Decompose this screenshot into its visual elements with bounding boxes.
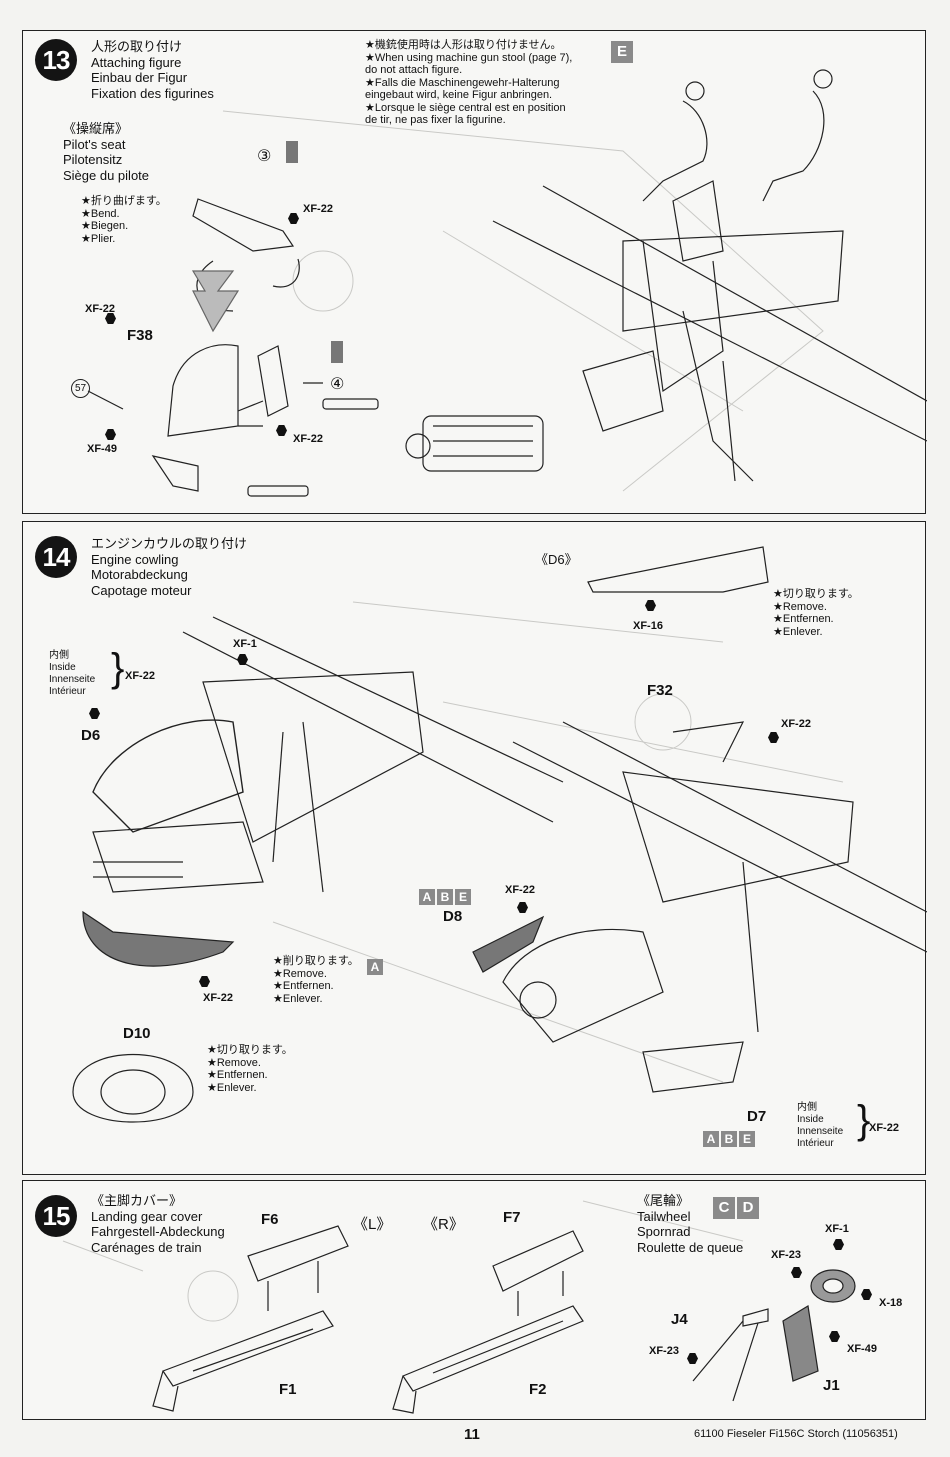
paint-code: XF-1 [825, 1223, 849, 1235]
inside-note: 内側 Inside Innenseite Intérieur [49, 650, 96, 697]
paint-marker-icon [199, 976, 210, 987]
machine-gun-warning: ★機銃使用時は人形は取り付けません。 ★When using machine g… [365, 39, 573, 126]
circled-3-label: ③ [257, 148, 272, 165]
part-f1: F1 [279, 1381, 297, 1398]
part-f6: F6 [261, 1211, 279, 1228]
part-d7: D7 [747, 1108, 767, 1125]
paint-marker-icon [829, 1331, 840, 1342]
paint-code: XF-22 [293, 433, 323, 445]
step-title-block: エンジンカウルの取り付け Engine cowling Motorabdecku… [91, 536, 247, 598]
paint-marker-icon [517, 902, 528, 913]
step-14-illustration [72, 546, 927, 1123]
remove-note: ★切り取ります。 ★Remove. ★Entfernen. ★Enlever. [207, 1044, 293, 1094]
paint-marker-icon [687, 1353, 698, 1364]
circled-57-label: 57 [71, 379, 90, 398]
step-13-illustration [87, 69, 927, 497]
step-number: 13 [35, 39, 77, 81]
paint-code: XF-49 [87, 443, 117, 455]
part-f7: F7 [503, 1209, 521, 1226]
paint-code: XF-23 [771, 1249, 801, 1261]
part-j1: J1 [823, 1377, 840, 1394]
pilot-seat-caption: 《操縦席》 Pilot's seat Pilotensitz Siège du … [63, 121, 150, 183]
remove-note: ★切り取ります。 ★Remove. ★Entfernen. ★Enlever. [773, 588, 859, 638]
paint-code: XF-22 [869, 1122, 899, 1134]
title-jp: 《主脚カバー》 [91, 1193, 183, 1208]
brace-icon: } [111, 646, 125, 690]
paint-marker-icon [645, 600, 656, 611]
paint-marker-icon [105, 429, 116, 440]
paint-code: XF-22 [781, 718, 811, 730]
step-15-illustration [62, 1200, 856, 1414]
title-fr: Capotage moteur [91, 582, 192, 598]
paint-marker-icon [105, 313, 116, 324]
variant-badge: A [367, 958, 385, 976]
paint-marker-icon [833, 1239, 844, 1250]
step-14-panel: 14 エンジンカウルの取り付け Engine cowling Motorabde… [22, 521, 927, 1175]
title-en: Landing gear cover [91, 1208, 203, 1224]
circled-4-label: ④ [330, 376, 345, 393]
step-15-panel: 15 《主脚カバー》 Landing gear cover Fahrgestel… [22, 1180, 926, 1420]
paint-code: XF-16 [633, 620, 663, 632]
title-fr: Carénages de train [91, 1239, 202, 1255]
title-de: Fahrgestell-Abdeckung [91, 1224, 225, 1239]
paint-marker-icon [237, 654, 248, 665]
title-jp: エンジンカウルの取り付け [91, 536, 248, 551]
paint-marker-icon [288, 213, 299, 224]
page-number: 11 [464, 1426, 480, 1443]
paint-marker-icon [768, 732, 779, 743]
title-jp: 人形の取り付け [91, 39, 183, 54]
left-side-label: 《L》 [353, 1216, 392, 1233]
paint-code: XF-22 [303, 203, 333, 215]
title-en: Engine cowling [91, 551, 179, 567]
tailwheel-caption: 《尾輪》 Tailwheel Spornrad Roulette de queu… [637, 1193, 744, 1255]
inside-note: 内側 Inside Innenseite Intérieur [797, 1102, 844, 1149]
paint-code: XF-49 [847, 1343, 877, 1355]
paint-code: XF-1 [233, 638, 257, 650]
right-side-label: 《R》 [423, 1216, 464, 1233]
part-f38: F38 [127, 327, 153, 344]
part-f32: F32 [647, 682, 673, 699]
title-en: Attaching figure [91, 54, 182, 70]
step-number: 15 [35, 1195, 77, 1237]
title-de: Einbau der Figur [91, 70, 188, 85]
step-title-block: 人形の取り付け Attaching figure Einbau der Figu… [91, 39, 214, 101]
paint-code: XF-22 [125, 670, 155, 682]
variant-badge: E [611, 41, 635, 63]
part-f2: F2 [529, 1381, 547, 1398]
paint-code: XF-23 [649, 1345, 679, 1357]
shave-note: ★削り取ります。 ★Remove. ★Entfernen. ★Enlever. [273, 955, 359, 1005]
step-13-panel: 13 人形の取り付け Attaching figure Einbau der F… [22, 30, 927, 514]
part-d6: D6 [81, 727, 101, 744]
part-j4: J4 [671, 1311, 688, 1328]
paint-marker-icon [276, 425, 287, 436]
paint-code: XF-22 [203, 992, 233, 1004]
paint-marker-icon [861, 1289, 872, 1300]
paint-marker-icon [791, 1267, 802, 1278]
bend-note: ★折り曲げます。 ★Bend. ★Biegen. ★Plier. [81, 195, 167, 245]
part-d10: D10 [123, 1025, 151, 1042]
title-de: Motorabdeckung [91, 567, 188, 582]
paint-code: XF-22 [505, 884, 535, 896]
title-fr: Fixation des figurines [91, 85, 214, 101]
paint-marker-icon [89, 708, 100, 719]
brace-icon: } [857, 1098, 871, 1142]
part-d8: D8 [443, 908, 463, 925]
paint-code: X-18 [879, 1297, 903, 1309]
d6-view-label: 《D6》 [535, 552, 578, 567]
step-number: 14 [35, 536, 77, 578]
paint-code: XF-22 [85, 303, 115, 315]
product-info: 61100 Fieseler Fi156C Storch (11056351) [694, 1428, 898, 1440]
step-title-block: 《主脚カバー》 Landing gear cover Fahrgestell-A… [91, 1193, 225, 1255]
